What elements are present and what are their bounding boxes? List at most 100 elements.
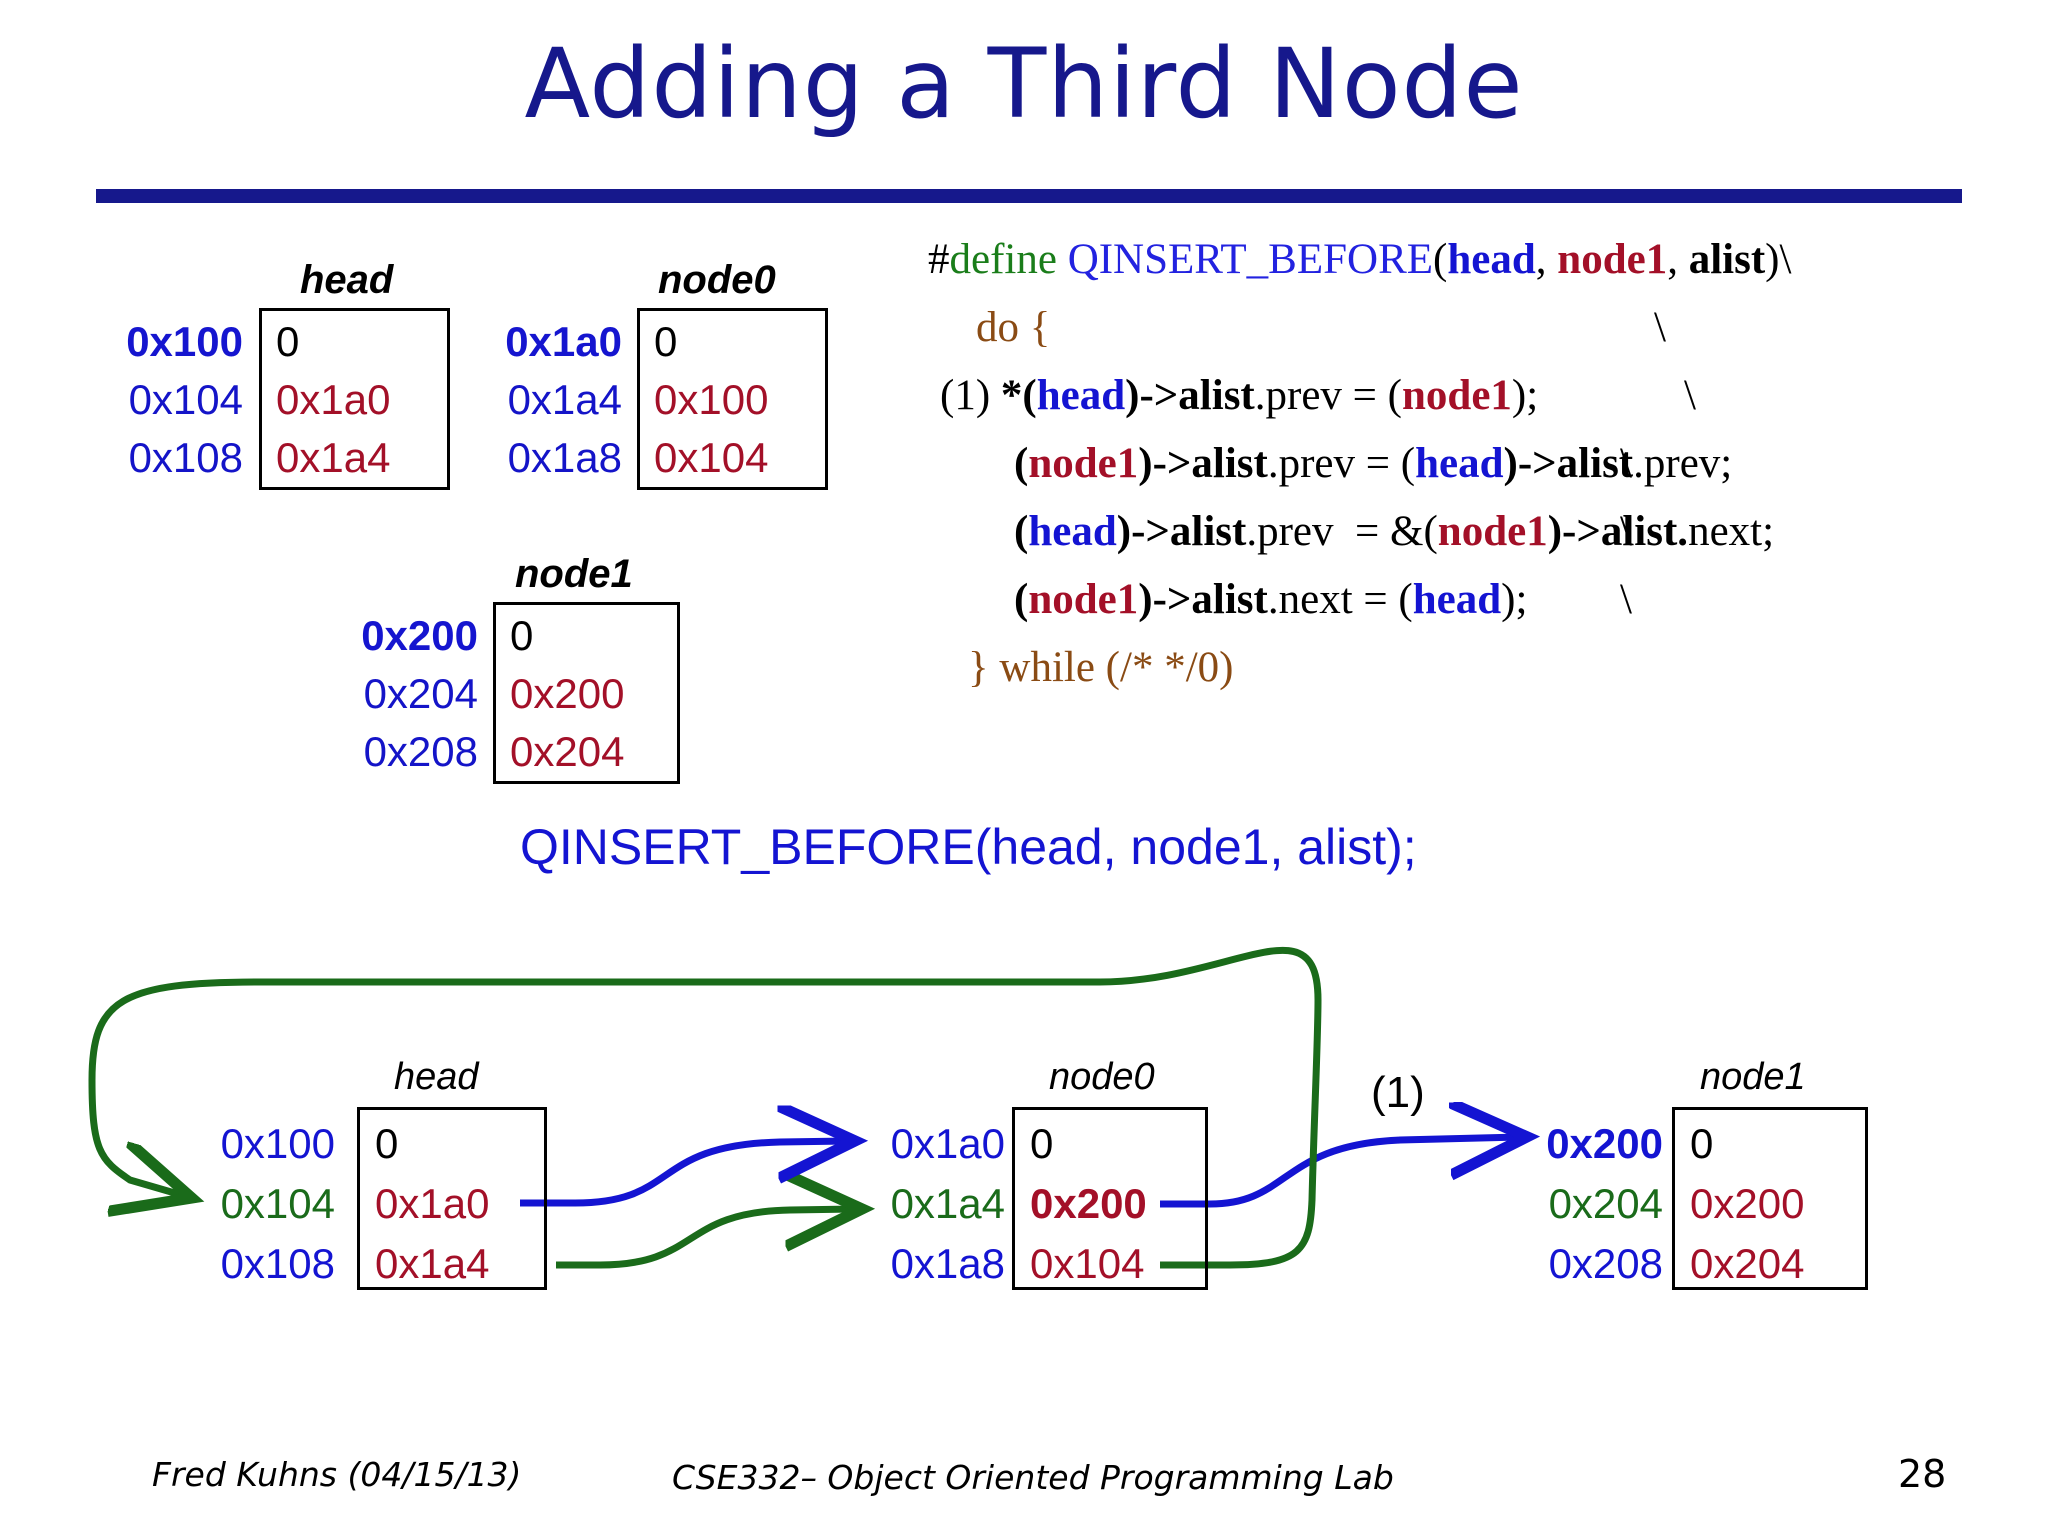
- diagram-addr-node1-1: 0x204: [1548, 1180, 1663, 1227]
- addr-node1-1: 0x204: [363, 670, 478, 717]
- table-label-head: head: [300, 258, 394, 302]
- addr-head-0: 0x100: [126, 318, 243, 365]
- code-l3-head: head: [1036, 372, 1126, 419]
- code-line-6: (node1)->alist.next = (head);\: [930, 566, 1990, 634]
- code-l5-node1: node1: [1437, 508, 1548, 555]
- code-l4-alist-2: alist: [1556, 440, 1634, 487]
- code-arg-alist: alist: [1688, 236, 1766, 283]
- code-l3-p3: .prev = (: [1254, 372, 1402, 419]
- code-l6-node1: node1: [1028, 576, 1139, 623]
- code-l5-p2: )->: [1116, 508, 1170, 555]
- addr-node1-0: 0x200: [361, 612, 478, 659]
- diagram-addr-node0-2: 0x1a8: [890, 1240, 1005, 1287]
- code-l5-p5: next;: [1688, 508, 1775, 555]
- table-box-head: [259, 308, 450, 490]
- code-arg-head: head: [1447, 236, 1536, 283]
- code-paren-open: (: [1433, 236, 1448, 283]
- page-number: 28: [1898, 1452, 1947, 1496]
- addr-head-2: 0x108: [128, 434, 243, 481]
- diagram-label-node1: node1: [1700, 1056, 1806, 1098]
- code-step-1-marker: (1): [940, 372, 991, 419]
- code-l5-p3: .prev = &(: [1246, 508, 1438, 555]
- code-define-kw: define: [949, 236, 1057, 283]
- code-l6-p4: );: [1501, 576, 1528, 623]
- diagram-cell-head-2: 0x1a4: [375, 1240, 490, 1287]
- code-paren-close: ): [1765, 236, 1780, 283]
- code-continuation-2: \: [1654, 304, 1666, 351]
- code-l4-p3: .prev = (: [1267, 440, 1416, 487]
- code-line-4: (node1)->alist.prev = (head)->alist.prev…: [930, 430, 1990, 498]
- code-line-1: #define QINSERT_BEFORE(head, node1, alis…: [928, 226, 1990, 294]
- code-comma-1: ,: [1535, 236, 1558, 283]
- table-label-node1: node1: [515, 552, 633, 596]
- addr-node0-2: 0x1a8: [507, 434, 622, 481]
- code-l6-p1: (: [1014, 576, 1029, 623]
- code-line-7: } while (/* */0): [930, 634, 1990, 702]
- code-l4-p1: (: [1014, 440, 1029, 487]
- addr-node0-0: 0x1a0: [505, 318, 622, 365]
- cell-node0-0: 0: [654, 318, 678, 365]
- diagram-addr-head-1: 0x104: [220, 1180, 335, 1227]
- cell-node0-2: 0x104: [654, 434, 769, 481]
- addr-node1-2: 0x208: [363, 728, 478, 775]
- diagram-cell-node1-2: 0x204: [1690, 1240, 1805, 1287]
- diagram-box-node0: [1012, 1107, 1208, 1290]
- code-line-2: do { \: [930, 294, 1990, 362]
- cell-head-0: 0: [276, 318, 300, 365]
- code-l5-alist-2: alist.: [1600, 508, 1689, 555]
- cell-head-1: 0x1a0: [276, 376, 391, 423]
- addr-node0-1: 0x1a4: [507, 376, 622, 423]
- code-line-3: (1) *(head)->alist.prev = (node1);\: [930, 362, 1990, 430]
- diagram-addr-node1-2: 0x208: [1548, 1240, 1663, 1287]
- code-l4-p5: .prev;: [1633, 440, 1733, 487]
- code-l4-p4: )->: [1503, 440, 1557, 487]
- diagram-step-1-marker: (1): [1371, 1068, 1425, 1117]
- macro-code-block: #define QINSERT_BEFORE(head, node1, alis…: [928, 226, 1990, 702]
- code-l4-head: head: [1415, 440, 1504, 487]
- code-do-open: do {: [976, 304, 1051, 351]
- code-arg-node1: node1: [1557, 236, 1668, 283]
- diagram-cell-node1-0: 0: [1690, 1120, 1714, 1167]
- cell-node1-0: 0: [510, 612, 534, 659]
- code-l6-alist: alist: [1191, 576, 1268, 623]
- diagram-addr-node0-0: 0x1a0: [890, 1120, 1005, 1167]
- code-l6-head: head: [1412, 576, 1502, 623]
- code-l4-p2: )->: [1138, 440, 1192, 487]
- code-l5-p4: )->: [1547, 508, 1601, 555]
- cell-node0-1: 0x100: [654, 376, 769, 423]
- diagram-cell-node0-0: 0: [1030, 1120, 1054, 1167]
- code-continuation-3: \: [1684, 372, 1696, 419]
- code-l3-p1: *(: [1000, 372, 1037, 419]
- diagram-cell-node0-1: 0x200: [1030, 1180, 1147, 1227]
- code-l3-p2: )->: [1125, 372, 1179, 419]
- wire-node0-to-node1: [1160, 1137, 1520, 1208]
- code-continuation-6: \: [1620, 576, 1632, 623]
- diagram-box-head: [357, 1107, 547, 1290]
- diagram-cell-node1-1: 0x200: [1690, 1180, 1805, 1227]
- diagram-label-node0: node0: [1049, 1056, 1155, 1098]
- code-l5-alist-1: alist: [1169, 508, 1247, 555]
- addr-head-1: 0x104: [128, 376, 243, 423]
- code-line-5: (head)->alist.prev = &(node1)->alist.nex…: [930, 498, 1990, 566]
- diagram-cell-head-1: 0x1a0: [375, 1180, 490, 1227]
- cell-node1-1: 0x200: [510, 670, 625, 717]
- code-l5-head: head: [1028, 508, 1117, 555]
- cell-head-2: 0x1a4: [276, 434, 391, 481]
- footer-author: Fred Kuhns (04/15/13): [152, 1455, 522, 1494]
- code-l3-alist: alist: [1178, 372, 1255, 419]
- page-title: Adding a Third Node: [524, 28, 1524, 140]
- code-continuation-5: \: [1620, 508, 1632, 555]
- code-l3-node1: node1: [1401, 372, 1512, 419]
- code-l4-alist-1: alist: [1191, 440, 1268, 487]
- wire-head-next-to-node0: [556, 1209, 855, 1269]
- code-l5-p1: (: [1014, 508, 1029, 555]
- macro-invocation-text: QINSERT_BEFORE(head, node1, alist);: [520, 819, 1417, 875]
- code-l4-node1: node1: [1028, 440, 1139, 487]
- wire-head-prev-to-node0: [520, 1141, 848, 1207]
- cell-node1-2: 0x204: [510, 728, 625, 775]
- code-while-close: } while (/* */0): [968, 644, 1234, 691]
- diagram-label-head: head: [394, 1056, 479, 1098]
- diagram-addr-head-0: 0x100: [220, 1120, 335, 1167]
- code-l6-p3: .next = (: [1267, 576, 1413, 623]
